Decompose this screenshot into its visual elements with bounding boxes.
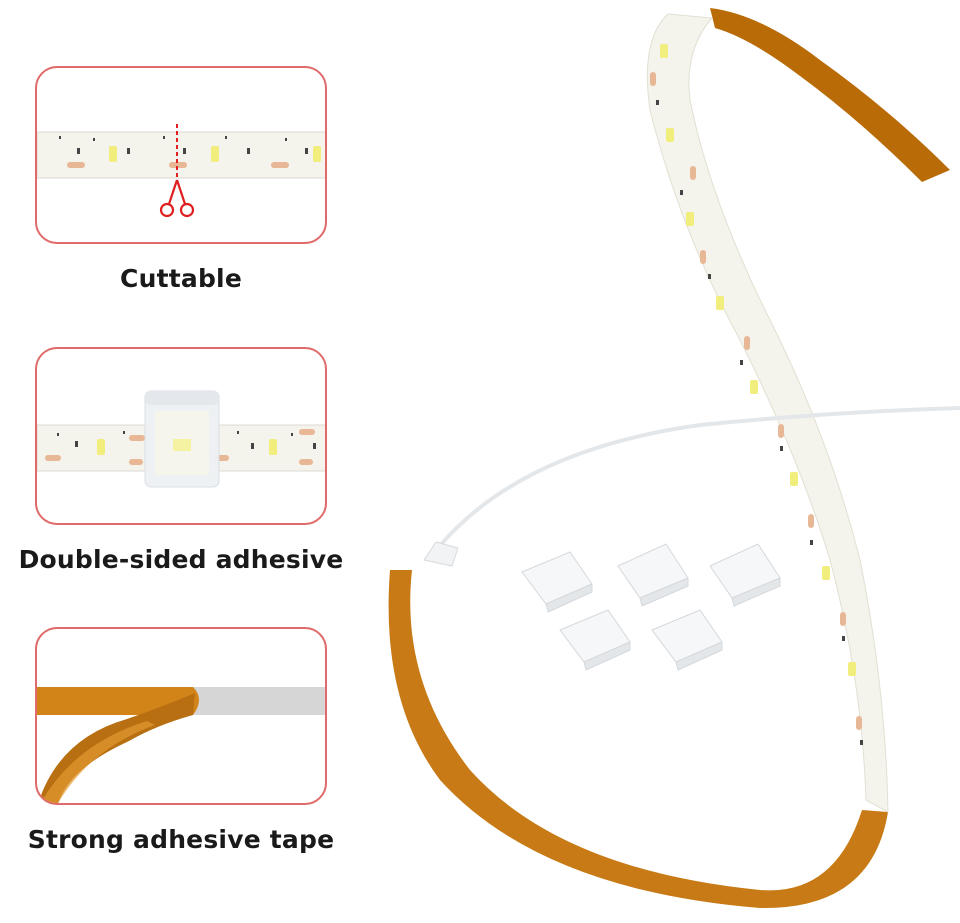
cuttable-strip-illustration (37, 124, 325, 218)
mounting-clip-icon (144, 390, 220, 488)
cuttable-label: Cuttable (120, 264, 242, 293)
strong-adhesive-tape-label: Strong adhesive tape (27, 825, 335, 854)
cuttable-panel (35, 66, 327, 244)
adhesive-tape-icon (37, 687, 199, 803)
scissors-icon (159, 179, 195, 218)
mounting-clips-group (521, 543, 781, 671)
double-sided-adhesive-label: Double-sided adhesive (18, 545, 344, 574)
clip-strip-illustration (37, 390, 325, 488)
strong-adhesive-tape-panel (35, 627, 327, 805)
led-strip-product-illustration (388, 8, 960, 909)
peeling-tape-illustration (37, 687, 325, 803)
double-sided-adhesive-panel (35, 347, 327, 525)
